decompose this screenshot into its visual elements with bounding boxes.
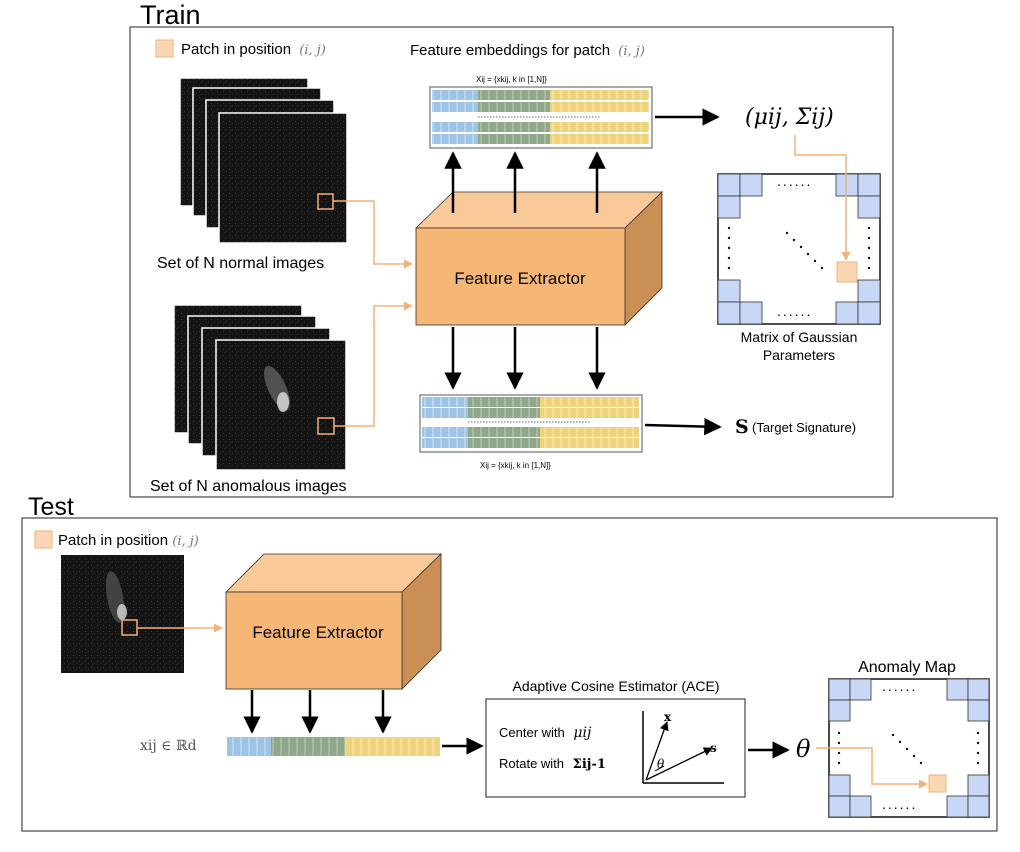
svg-text:......: ......: [882, 796, 917, 812]
ace-rotate-line: Rotate with Σij-1: [499, 756, 606, 772]
matrix-label-line2: Parameters: [763, 347, 835, 363]
normal-images-label: Set of N normal images: [157, 255, 324, 272]
anomaly-map-matrix: ...... ......: [828, 678, 990, 818]
anomalous-images-label: Set of N anomalous images: [150, 478, 347, 495]
test-patch-legend-swatch: [34, 530, 53, 549]
gaussian-params: (μij, Σij): [745, 105, 834, 130]
anomaly-map-label: Anomaly Map: [858, 659, 956, 676]
svg-text:......: ......: [777, 173, 812, 189]
ace-center-line: Center with μij: [499, 725, 592, 741]
anomalous-images-stack: [173, 304, 347, 471]
embeddings-title: Feature embeddings for patch (i, j): [410, 42, 645, 59]
test-panel: [21, 517, 998, 832]
ace-title: Adaptive Cosine Estimator (ACE): [513, 678, 720, 694]
train-feature-extractor-label: Feature Extractor: [454, 269, 586, 288]
normal-images-stack: [179, 77, 348, 244]
ace-vector-s: s: [710, 741, 717, 755]
train-panel: [129, 26, 894, 498]
train-normal-embeddings: [429, 86, 653, 149]
patch-legend-swatch: [155, 39, 174, 58]
svg-text:......: ......: [777, 303, 812, 319]
test-vector-label: xij ∈ ℝd: [140, 738, 197, 754]
gaussian-matrix: ...... ......: [717, 173, 881, 325]
train-anomalous-embeddings: [419, 394, 643, 453]
svg-text:......: ......: [882, 678, 917, 694]
train-feature-extractor: [415, 191, 663, 326]
test-patch-legend-label: Patch in position (i, j): [58, 532, 199, 549]
normal-to-extractor-connector: [333, 200, 413, 269]
theta-symbol: θ: [796, 735, 811, 763]
ace-vector-x: x: [664, 710, 672, 724]
ace-box: [485, 698, 746, 798]
to-target-arrow: [644, 417, 722, 436]
patch-legend-label: Patch in position (i, j): [181, 41, 326, 58]
test-image: [61, 555, 184, 673]
test-feature-extractor-label: Feature Extractor: [252, 623, 384, 642]
ace-angle-sketch: [642, 711, 724, 784]
embedding-set-bottom: Xij = {xkij, k in [1,N]}: [480, 461, 551, 470]
anomalous-to-extractor-connector: [334, 301, 413, 427]
test-feature-extractor: [225, 553, 442, 690]
matrix-label-line1: Matrix of Gaussian: [741, 329, 858, 345]
embedding-set-top: Xij = {xkij, k in [1,N]}: [476, 75, 547, 84]
gaussian-to-matrix-connector: [794, 135, 851, 261]
train-title: Train: [140, 0, 201, 30]
target-label: (Target Signature): [752, 420, 856, 435]
test-title: Test: [28, 493, 74, 521]
target-symbol: S: [735, 416, 749, 438]
test-feature-vector: [227, 737, 440, 756]
theta-to-anomaly-map-connector: [816, 747, 928, 789]
ace-angle-theta: θ: [657, 757, 665, 771]
